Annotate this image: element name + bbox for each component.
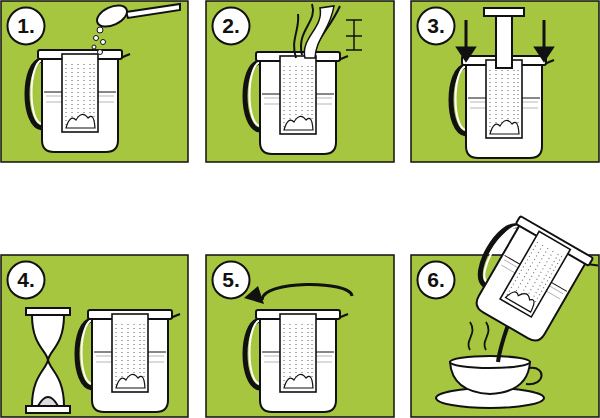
callout-number: 6. — [416, 260, 456, 300]
step-number-circle: 6. — [416, 260, 456, 300]
step-number-circle: 1. — [6, 6, 46, 46]
callout-number: 1. — [6, 6, 46, 46]
callout-number: 5. — [211, 260, 251, 300]
callout-number: 2. — [211, 6, 251, 46]
callout-number: 4. — [6, 260, 46, 300]
callout-number: 3. — [416, 6, 456, 46]
step-number-circle: 3. — [416, 6, 456, 46]
step-number-circle: 2. — [211, 6, 251, 46]
step-number-circle: 4. — [6, 260, 46, 300]
step-number-circle: 5. — [211, 260, 251, 300]
